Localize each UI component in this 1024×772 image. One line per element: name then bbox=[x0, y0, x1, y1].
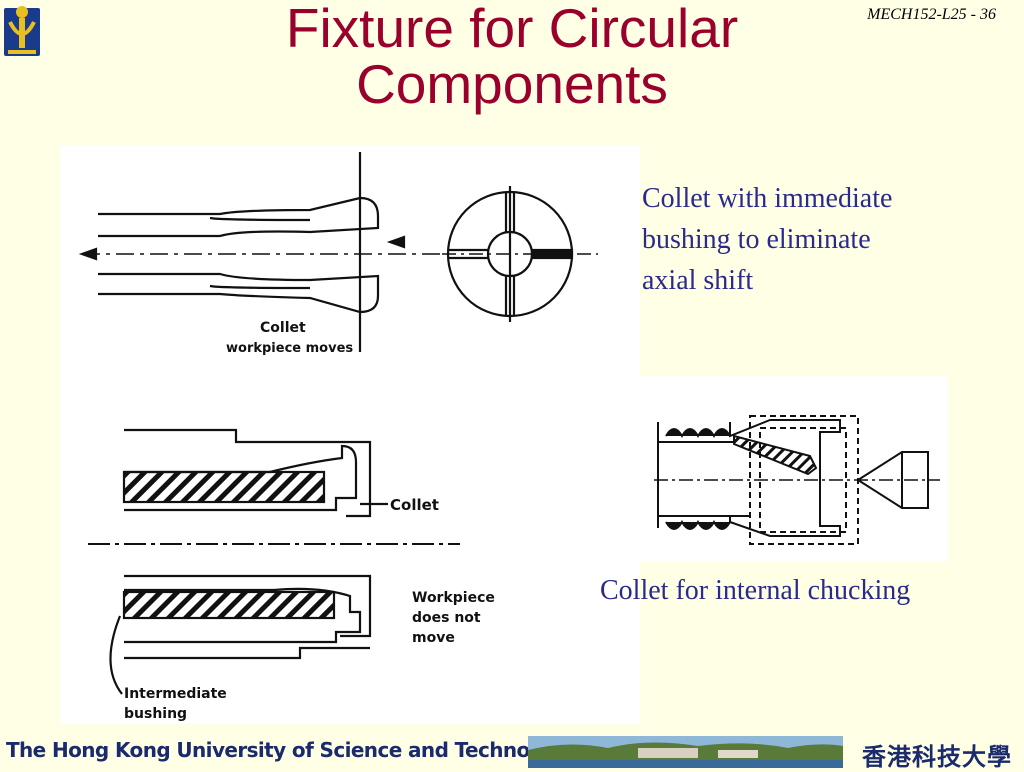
slide-number: MECH152-L25 - 36 bbox=[867, 6, 996, 23]
bushing-leader bbox=[109, 615, 123, 695]
university-logo-icon bbox=[4, 6, 40, 56]
caption-line-2: bushing to eliminate bbox=[642, 224, 871, 255]
campus-photo bbox=[528, 736, 843, 768]
internal-chucking-diagram bbox=[654, 415, 940, 545]
collet-bottom-label: Collet bbox=[390, 496, 439, 514]
slide-title: Fixture for Circular Components bbox=[180, 0, 844, 112]
collet-upper-jaw bbox=[98, 196, 380, 238]
caption-internal-chucking: Collet for internal chucking bbox=[600, 575, 911, 606]
caption-collet-bushing: Collet with immediate bushing to elimina… bbox=[642, 178, 892, 301]
footer-university-name-cn: 香港科技大學 bbox=[862, 743, 1012, 771]
title-line-1: Fixture for Circular bbox=[285, 0, 739, 59]
collet-diagram: Collet workpiece moves Collet Workpiece … bbox=[78, 152, 598, 722]
caption-line-1: Collet with immediate bbox=[642, 183, 893, 214]
workpiece-label-2: does not bbox=[412, 610, 481, 626]
workpiece-label-3: move bbox=[412, 630, 455, 646]
workpiece-moves-label: workpiece moves bbox=[226, 341, 353, 356]
internal-chucking-diagram-panel bbox=[640, 376, 948, 562]
collet-top-label: Collet bbox=[260, 320, 306, 336]
title-line-2: Components bbox=[356, 53, 668, 115]
collet-diagram-panel: Collet workpiece moves Collet Workpiece … bbox=[60, 146, 640, 724]
caption-line-3: axial shift bbox=[642, 265, 754, 296]
collet-lower-jaw bbox=[98, 272, 380, 314]
bushing-label-1: Intermediate bbox=[124, 686, 227, 702]
workpiece-label-1: Workpiece bbox=[412, 590, 495, 606]
footer-university-name: The Hong Kong University of Science and … bbox=[6, 738, 576, 762]
bushing-label-2: bushing bbox=[124, 706, 187, 722]
